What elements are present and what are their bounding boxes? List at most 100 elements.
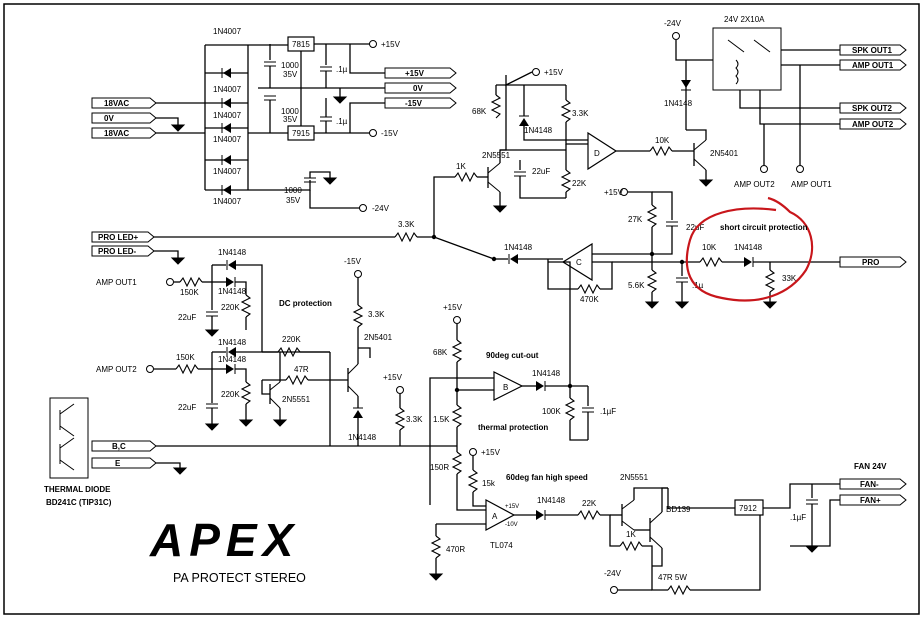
stage-c-r470k: 470K (580, 295, 599, 304)
ground-icon (804, 545, 820, 553)
ground-icon (322, 177, 338, 185)
pro-label: PRO (862, 258, 879, 267)
stage-d: +15V 68K 1N4148 3.3K D 10K 1K 2N5551 (433, 68, 694, 213)
thermal-r33k: 3.3K (406, 415, 423, 424)
logo-apex: APEX (149, 514, 299, 566)
fan-r47w: 47R 5W (658, 573, 687, 582)
led-r33k: 3.3K (398, 220, 415, 229)
ground-icon (698, 179, 714, 187)
power-d4-label: 1N4007 (213, 135, 242, 144)
dc-q-npn: 2N5551 (282, 395, 311, 404)
ground-icon (238, 419, 254, 427)
out-spk1-label: SPK OUT1 (852, 46, 893, 55)
dc-d5-label: 1N4148 (348, 433, 377, 442)
fan-r470: 470R (446, 545, 465, 554)
dc-q-pnp-label-top: 2N5401 (364, 333, 393, 342)
relay-box (712, 27, 782, 91)
power-out-minus24: -24V (372, 204, 390, 213)
tp-amp-out1-label: AMP OUT1 (791, 180, 832, 189)
stage-c-r27k: 27K (628, 215, 643, 224)
power-d3-label: 1N4007 (213, 111, 242, 120)
fan-title: 60deg fan high speed (506, 473, 588, 482)
bus-plus15-label: +15V (405, 69, 425, 78)
terminal-dc-in1 (166, 278, 174, 286)
ground-icon (204, 423, 220, 431)
fan-r1k: 1K (626, 530, 636, 539)
stage-c-diode: 1N4148 (504, 243, 533, 252)
fan-chip: TL074 (490, 541, 513, 550)
fan-minus-flag (839, 478, 907, 490)
fan-r15k: 15k (482, 479, 496, 488)
stage-d-r1k: 1K (456, 162, 466, 171)
dc-d4-label: 1N4148 (218, 355, 247, 364)
cap-a-value: 1000 (281, 61, 299, 70)
dc-r150k-2: 150K (176, 353, 195, 362)
stage-d-driver-label: 2N5401 (710, 149, 739, 158)
stage-d-r68k: 68K (472, 107, 487, 116)
reg-7915-label: 7915 (292, 129, 310, 138)
stage-d-c22u: 22uF (532, 167, 550, 176)
thermal-supply2: +15V (383, 373, 403, 382)
input-flag-0v (91, 112, 157, 124)
led-plus-label: PRO LED+ (98, 233, 139, 242)
out-flag-amp2 (839, 118, 907, 130)
terminal-thermal-supply2 (396, 386, 404, 394)
opamp-b-label: B (503, 383, 508, 392)
stage-c-r33k: 33K (782, 274, 797, 283)
thermal-r100k: 100K (542, 407, 561, 416)
fan-q1: 2N5551 (620, 473, 649, 482)
terminal-relay-supply (672, 32, 680, 40)
terminal-stage-c-supply (620, 188, 628, 196)
terminal-fan-neg (610, 586, 618, 594)
terminal-thermal-supply (453, 316, 461, 324)
ground-icon (170, 124, 186, 132)
led-flag-minus (91, 245, 155, 257)
flag-e (91, 457, 157, 469)
opamp-a-pin15: +15V (505, 504, 519, 510)
terminal-plus15 (369, 40, 377, 48)
led-minus-label: PRO LED- (98, 247, 137, 256)
dc-c2-label: 22uF (178, 403, 196, 412)
annotation-text: short circuit protection (720, 223, 808, 232)
relay-supply-label: -24V (664, 19, 682, 28)
tp-amp-out2-label: AMP OUT2 (734, 180, 775, 189)
dc-d2-label: 1N4148 (218, 287, 247, 296)
input-flag-18vac-b (91, 127, 157, 139)
dc-r220k-1: 220K (221, 303, 240, 312)
pro-led-section: PRO LED+ PRO LED- 3.3K (91, 212, 495, 265)
stage-c-r10k: 10K (702, 243, 717, 252)
stage-d-r22k: 22K (572, 179, 587, 188)
ground-icon (644, 301, 660, 309)
opamp-a-label: A (492, 512, 498, 521)
opamp-a (485, 498, 516, 532)
bus-0v-label: 0V (413, 84, 423, 93)
ground-icon (170, 257, 186, 265)
dc-in1-label: AMP OUT1 (96, 278, 137, 287)
dc-c1-label: 22uF (178, 313, 196, 322)
cap-c-voltage: 35V (286, 196, 301, 205)
power-d2-label: 1N4007 (213, 85, 242, 94)
stage-d-diode: 1N4148 (524, 126, 553, 135)
dc-r33k: 3.3K (368, 310, 385, 319)
power-d6-label: 1N4007 (213, 197, 242, 206)
fan-plus-label: FAN+ (860, 496, 881, 505)
fan-minus-label: FAN- (860, 480, 879, 489)
stage-c-r56k: 5.6K (628, 281, 645, 290)
opamp-c-label: C (576, 258, 582, 267)
thermal-supply: +15V (443, 303, 463, 312)
opamp-a-pin10: -10V (505, 522, 518, 528)
reg-out-minus15: -15V (381, 129, 399, 138)
testpoint-amp-out1 (796, 165, 804, 173)
dc-r220k-2: 220K (221, 390, 240, 399)
relay-rating-label: 24V 2X10A (724, 15, 765, 24)
out-spk2-label: SPK OUT2 (852, 104, 893, 113)
cap-d-value: .1µ (336, 65, 348, 74)
power-d1-label: 1N4007 (213, 27, 242, 36)
stage-d-q: 2N5551 (482, 151, 511, 160)
input-18vac-b-label: 18VAC (104, 129, 129, 138)
dc-d3-label: 1N4148 (218, 338, 247, 347)
fan-diode: 1N4148 (537, 496, 566, 505)
stage-c-supply: +15V (604, 188, 624, 197)
power-d5-label: 1N4007 (213, 167, 242, 176)
